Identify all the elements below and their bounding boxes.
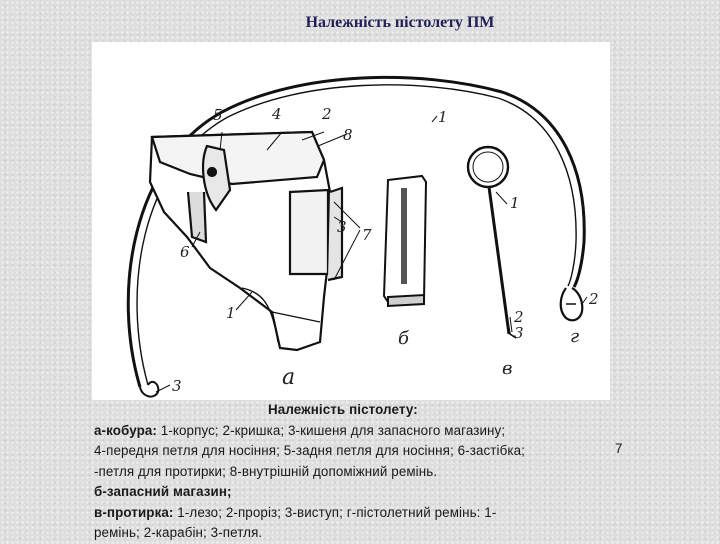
label-strap-2: 2	[588, 290, 599, 308]
label-rod-3: 3	[514, 324, 524, 342]
leader-lines	[155, 115, 588, 393]
holster-accessories-figure: 5 4 2 8 6 3 7 1 1 1 2 3 2 3 а б в г	[92, 42, 610, 400]
figure-caption: Належність пістолету: а-кобура: 1-корпус…	[94, 400, 654, 544]
caption-a-text-1: 1-корпус; 2-кришка; 3-кишеня для запасно…	[156, 422, 506, 438]
spare-magazine-drawing	[382, 174, 428, 308]
label-holster-5: 5	[213, 106, 223, 124]
caption-line-a1: а-кобура: 1-корпус; 2-кришка; 3-кишеня д…	[94, 421, 654, 442]
label-holster-7: 7	[362, 226, 372, 244]
caption-a-label: а-кобура:	[94, 422, 157, 438]
label-holster-8: 8	[343, 126, 353, 144]
accessories-drawing: 5 4 2 8 6 3 7 1 1 1 2 3 2 3 а б в г	[126, 75, 599, 398]
label-rod-1: 1	[510, 194, 520, 212]
label-holster-4: 4	[271, 105, 282, 123]
label-letter-g: г	[570, 326, 579, 347]
label-rod-2: 2	[513, 308, 524, 326]
caption-v-text-1: 1-лезо; 2-проріз; 3-виступ; г-пістолетни…	[173, 504, 497, 520]
caption-line-v2: ремінь; 2-карабін; 3-петля.	[94, 525, 263, 540]
label-letter-a: а	[282, 365, 295, 390]
caption-line-a3: -петля для протирки; 8-внутрішній допомі…	[94, 463, 438, 479]
label-holster-3: 3	[337, 218, 347, 236]
caption-line-v1: в-протирка: 1-лезо; 2-проріз; 3-виступ; …	[94, 503, 654, 524]
label-strap-1: 1	[438, 108, 448, 126]
label-holster-2: 2	[321, 105, 332, 123]
label-letter-v: в	[502, 358, 512, 379]
slide-title: Належність пістолету ПМ	[305, 14, 495, 31]
label-letter-b: б	[398, 328, 410, 349]
caption-heading: Належність пістолету:	[268, 402, 418, 417]
label-strap-3: 3	[172, 377, 182, 395]
caption-line-b: б-запасний магазин;	[94, 484, 232, 499]
caption-line-a2: 4-передня петля для носіння; 5-задня пет…	[94, 443, 525, 458]
cleaning-rod-drawing	[466, 145, 517, 339]
holster-drawing	[148, 130, 344, 352]
pistol-strap-drawing	[126, 75, 586, 398]
label-holster-6: 6	[180, 243, 190, 261]
label-holster-1: 1	[226, 304, 236, 322]
caption-number-7: 7	[615, 441, 623, 456]
caption-v-label: в-протирка:	[94, 504, 174, 520]
